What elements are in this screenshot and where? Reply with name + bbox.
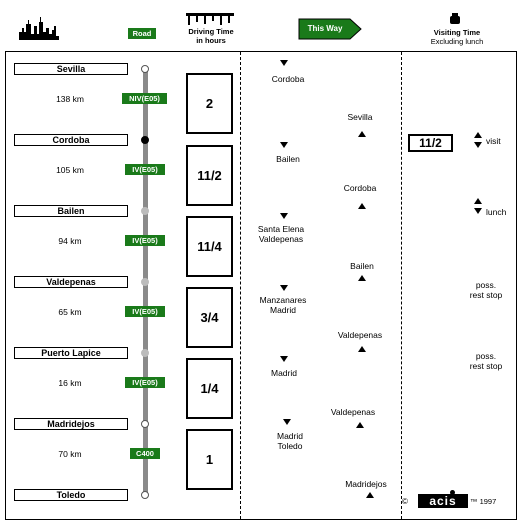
back-waypoint: Madridejos [345, 479, 387, 489]
lunch-label: lunch [486, 207, 507, 217]
route-node-valdepenas [141, 278, 149, 286]
up-arrow-icon [358, 275, 366, 281]
toward-waypoint-line2: Toledo [277, 441, 303, 451]
city-label: Sevilla [14, 63, 128, 75]
down-arrow-icon [280, 356, 288, 362]
back-waypoint: Sevilla [347, 112, 373, 122]
route-node-toledo [141, 491, 149, 499]
driving-time-box: 1 [186, 429, 233, 490]
down-arrow-icon [280, 60, 288, 66]
segment-distance: 138 km [56, 94, 84, 104]
toward-waypoint: Bailen [248, 154, 328, 164]
clock-icon [450, 13, 460, 24]
rest-stop-note-line2: rest stop [469, 361, 503, 371]
road-badge: IV(E05) [125, 164, 165, 175]
toward-waypoint: Cordoba [248, 74, 328, 84]
acis-logo: acis [418, 494, 468, 508]
segment-distance: 105 km [56, 165, 84, 175]
visiting-time-header-line1: Visiting Time [433, 28, 481, 37]
rest-stop-note-line2: rest stop [469, 290, 503, 300]
toward-waypoint: Manzanares Madrid [243, 295, 323, 315]
toward-waypoint: Santa Elena Valdepenas [241, 224, 321, 244]
toward-waypoint: Madrid Toledo [250, 431, 330, 451]
rest-stop-note-line1: poss. [475, 351, 497, 361]
route-node-sevilla [141, 65, 149, 73]
city-label: Madridejos [14, 418, 128, 430]
route-node-madridejos [141, 420, 149, 428]
road-badge: IV(E05) [125, 377, 165, 388]
driving-time-box: 1/4 [186, 358, 233, 419]
back-waypoint: Bailen [350, 261, 374, 271]
city-label: Puerto Lapice [14, 347, 128, 359]
city-label: Valdepenas [14, 276, 128, 288]
road-badge: NIV(E05) [122, 93, 167, 104]
toward-waypoint-line1: Manzanares [259, 295, 307, 305]
road-badge: C400 [130, 448, 160, 459]
driving-time-box: 3/4 [186, 287, 233, 348]
city-label: Cordoba [14, 134, 128, 146]
segment-distance: 70 km [58, 449, 82, 459]
up-arrow-icon [358, 203, 366, 209]
rest-stop-note: poss. rest stop [462, 351, 510, 371]
toward-waypoint-line1: Santa Elena [257, 224, 305, 234]
segment-distance: 94 km [58, 236, 82, 246]
up-arrow-icon [366, 492, 374, 498]
this-way-label: This Way [307, 24, 343, 33]
toward-waypoint-line2: Valdepenas [258, 234, 304, 244]
route-node-cordoba [141, 136, 149, 144]
city-label: Bailen [14, 205, 128, 217]
route-node-puerto-lapice [141, 349, 149, 357]
segment-distance: 16 km [58, 378, 82, 388]
down-arrow-icon [280, 285, 288, 291]
toward-waypoint-line1: Bailen [276, 154, 300, 164]
toward-waypoint-line1: Madrid [271, 368, 297, 378]
driving-time-box: 2 [186, 73, 233, 134]
trademark-year: ™ 1997 [470, 497, 497, 506]
driving-time-header-line2: in hours [196, 36, 226, 45]
road-sign-icon [186, 13, 234, 25]
toward-waypoint-line1: Cordoba [271, 74, 305, 84]
driving-time-header-line1: Driving Time [188, 27, 234, 36]
driving-time-box: 11/2 [186, 145, 233, 206]
visiting-time-header-line2: Excluding lunch [430, 37, 484, 46]
divider-right [401, 52, 402, 519]
driving-time-box: 11/4 [186, 216, 233, 277]
down-arrow-icon [474, 208, 482, 214]
back-waypoint: Valdepenas [330, 407, 376, 417]
visiting-time-header: Visiting Time Excluding lunch [422, 28, 492, 46]
rest-stop-note: poss. rest stop [462, 280, 510, 300]
copyright-symbol: © [402, 497, 408, 506]
rest-stop-note-line1: poss. [475, 280, 497, 290]
down-arrow-icon [280, 142, 288, 148]
road-badge: IV(E05) [125, 235, 165, 246]
acis-logo-dot [450, 490, 455, 495]
up-arrow-icon [474, 198, 482, 204]
up-arrow-icon [356, 422, 364, 428]
toward-waypoint-line1: Madrid [277, 431, 303, 441]
back-waypoint: Valdepenas [337, 330, 383, 340]
road-header-badge: Road [128, 28, 156, 39]
city-skyline-icon [19, 17, 59, 40]
visit-time-box: 11/2 [408, 134, 453, 152]
up-arrow-icon [358, 346, 366, 352]
up-arrow-icon [358, 131, 366, 137]
road-badge: IV(E05) [125, 306, 165, 317]
up-arrow-icon [474, 132, 482, 138]
segment-distance: 65 km [58, 307, 82, 317]
visit-label: visit [486, 136, 501, 146]
city-label: Toledo [14, 489, 128, 501]
itinerary-frame [5, 51, 517, 520]
toward-waypoint-line2: Madrid [270, 305, 296, 315]
driving-time-header: Driving Time in hours [178, 27, 244, 45]
divider-left [240, 52, 241, 519]
down-arrow-icon [283, 419, 291, 425]
back-waypoint: Cordoba [343, 183, 377, 193]
toward-waypoint: Madrid [244, 368, 324, 378]
this-way-arrow [298, 18, 362, 40]
route-node-bailen [141, 207, 149, 215]
down-arrow-icon [474, 142, 482, 148]
down-arrow-icon [280, 213, 288, 219]
